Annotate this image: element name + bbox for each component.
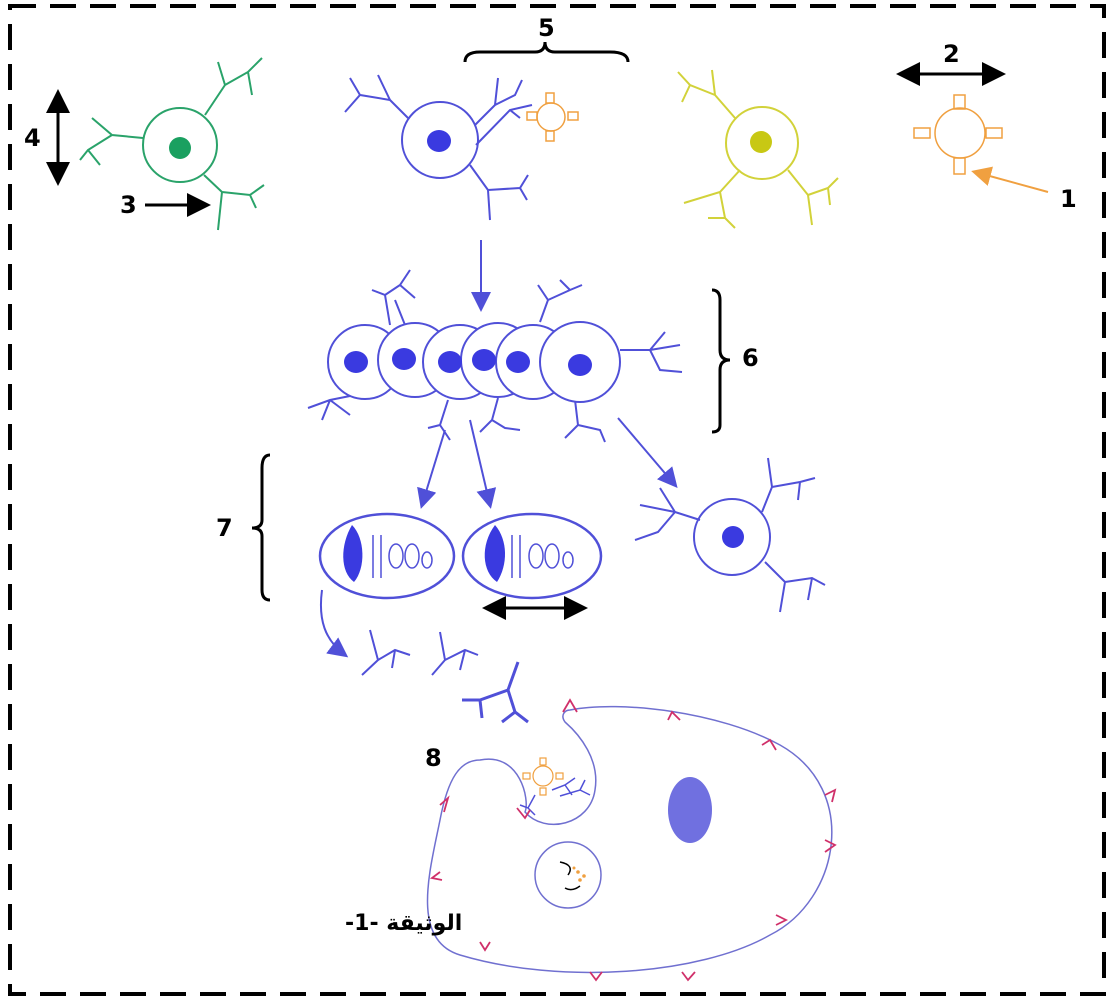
plasma-nucleus	[484, 525, 506, 582]
phagosome	[534, 841, 602, 909]
engulfed-antigen	[522, 757, 564, 796]
plasma-cell-right	[461, 512, 603, 600]
macrophage-nucleus	[668, 777, 712, 843]
clone-nucleus	[392, 348, 416, 370]
label-5: 5	[538, 14, 555, 42]
free-antigen	[913, 94, 1003, 175]
document-caption: الوثيقة -1-	[345, 911, 462, 936]
bound-antigen	[526, 92, 579, 142]
antibodies	[361, 629, 529, 724]
top-blue-lymphocyte	[344, 74, 533, 221]
label-7: 7	[216, 514, 233, 542]
label-3: 3	[120, 191, 137, 219]
arrow-1-pointer	[971, 166, 1049, 193]
differentiation-arrow	[417, 429, 446, 509]
label-1: 1	[1060, 185, 1077, 213]
memory-lymphocyte	[634, 457, 826, 613]
membrane-receptors	[429, 698, 837, 982]
plasma-nucleus	[343, 525, 363, 582]
green-lymphocyte	[79, 57, 265, 231]
green-nucleus	[169, 137, 191, 159]
differentiation-arrow	[469, 419, 497, 509]
clone-nucleus	[568, 354, 592, 376]
clone-nucleus	[472, 349, 496, 371]
memory-nucleus	[722, 526, 744, 548]
yellow-lymphocyte	[677, 69, 839, 229]
bracket-6	[711, 288, 731, 434]
lymphocyte-clone	[307, 269, 683, 443]
yellow-nucleus	[750, 131, 772, 153]
macrophage-membrane	[426, 705, 833, 974]
clone-nucleus	[506, 351, 530, 373]
label-2: 2	[943, 40, 960, 68]
bracket-7	[251, 453, 271, 602]
memory-arrow	[617, 417, 678, 489]
secretion-arrow	[319, 589, 349, 658]
clone-nucleus	[344, 351, 368, 373]
clone-nucleus	[438, 351, 462, 373]
label-6: 6	[742, 344, 759, 372]
macrophage	[426, 698, 837, 982]
engulfed-antibodies	[519, 777, 591, 816]
bracket-5	[463, 41, 630, 63]
label-8: 8	[425, 744, 442, 772]
plasma-cell-left	[318, 512, 456, 600]
top-blue-nucleus	[427, 130, 451, 152]
label-4: 4	[24, 124, 41, 152]
